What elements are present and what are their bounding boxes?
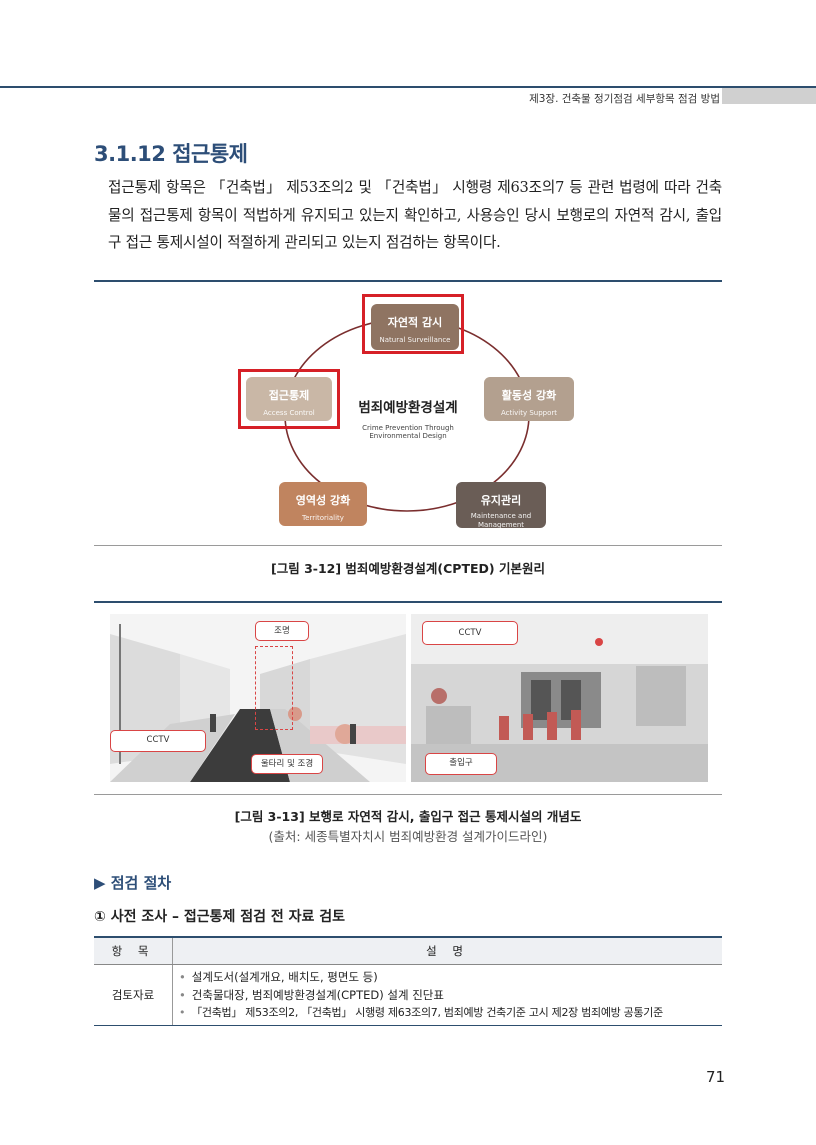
node-label: 유지관리	[480, 494, 522, 507]
figure2-source: (출처: 세종특별자치시 범죄예방환경 설계가이드라인)	[268, 829, 548, 844]
review-table: 항 목 설 명 검토자료 설계도서(설계개요, 배치도, 평면도 등) 건축물대…	[94, 936, 722, 1026]
figure1-caption: [그림 3-12] 범죄예방환경설계(CPTED) 기본원리	[271, 561, 545, 576]
figure2-caption: [그림 3-13] 보행로 자연적 감시, 출입구 접근 통제시설의 개념도	[234, 809, 582, 824]
procedure-heading: ▶ 점검 절차	[94, 874, 172, 892]
highlight-box-surveillance	[362, 294, 464, 354]
node-label: 활동성 강화	[501, 389, 557, 402]
node-sublabel: Territoriality	[302, 514, 344, 522]
node-activity-support: 활동성 강화 Activity Support	[484, 377, 574, 421]
list-item: 「건축법」 제53조의2, 「건축법」 시행령 제63조의7, 범죄예방 건축기…	[179, 1004, 716, 1022]
node-territoriality: 영역성 강화 Territoriality	[279, 482, 367, 526]
node-sublabel-2: Management	[477, 521, 525, 529]
node-label: 영역성 강화	[295, 494, 351, 507]
col-header-item: 항 목	[94, 936, 173, 965]
node-access-control: 접근통제 Access Control	[246, 377, 332, 421]
diagram-center-en1: Crime Prevention Through	[362, 424, 454, 432]
highlight-box-access	[238, 369, 340, 429]
diagram-center-title: 범죄예방환경설계	[358, 400, 458, 416]
tag-lighting: 조명	[255, 621, 309, 641]
tag-fence-landscape: 울타리 및 조경	[251, 754, 323, 774]
node-label: 자연적 감시	[387, 316, 443, 329]
node-label: 접근통제	[268, 389, 310, 402]
table-row: 검토자료 설계도서(설계개요, 배치도, 평면도 등) 건축물대장, 범죄예방환…	[94, 964, 722, 1026]
diagram-center-en2: Environmental Design	[369, 432, 447, 440]
tag-cctv-left: CCTV	[110, 730, 206, 752]
node-sublabel: Maintenance and	[470, 512, 532, 520]
tag-entrance: 출입구	[425, 753, 497, 775]
node-sublabel: Access Control	[263, 409, 315, 417]
figure1-top-rule	[94, 280, 722, 282]
node-sublabel: Activity Support	[500, 409, 558, 417]
section-title: 3.1.12 접근통제	[94, 142, 248, 166]
table-header-row: 항 목 설 명	[94, 936, 722, 965]
figure1-bottom-rule	[94, 545, 722, 546]
cpted-diagram: 범죄예방환경설계 Crime Prevention Through Enviro…	[94, 282, 722, 544]
node-maintenance: 유지관리 Maintenance and Management	[456, 482, 546, 529]
row-label: 검토자료	[94, 964, 173, 1026]
list-item: 설계도서(설계개요, 배치도, 평면도 등)	[179, 968, 716, 986]
figure2-bottom-rule	[94, 794, 722, 795]
page-number: 71	[706, 1068, 726, 1086]
node-sublabel: Natural Surveillance	[379, 336, 451, 344]
intro-paragraph: 접근통제 항목은 「건축법」 제53조의2 및 「건축법」 시행령 제63조의7…	[108, 179, 722, 251]
lighting-dashed-box	[255, 646, 293, 730]
header-tab-bar	[722, 88, 816, 104]
chapter-title: 제3장. 건축물 정기점검 세부항목 점검 방법	[529, 93, 720, 105]
header-rule	[0, 86, 816, 88]
figure2-top-rule	[94, 601, 722, 603]
node-natural-surveillance: 자연적 감시 Natural Surveillance	[371, 304, 459, 350]
tag-cctv-right: CCTV	[422, 621, 518, 645]
list-item: 건축물대장, 범죄예방환경설계(CPTED) 설계 진단표	[179, 986, 716, 1004]
col-header-description: 설 명	[172, 936, 722, 965]
step1-heading: ① 사전 조사 – 접근통제 점검 전 자료 검토	[94, 909, 346, 925]
row-description: 설계도서(설계개요, 배치도, 평면도 등) 건축물대장, 범죄예방환경설계(C…	[172, 964, 722, 1026]
